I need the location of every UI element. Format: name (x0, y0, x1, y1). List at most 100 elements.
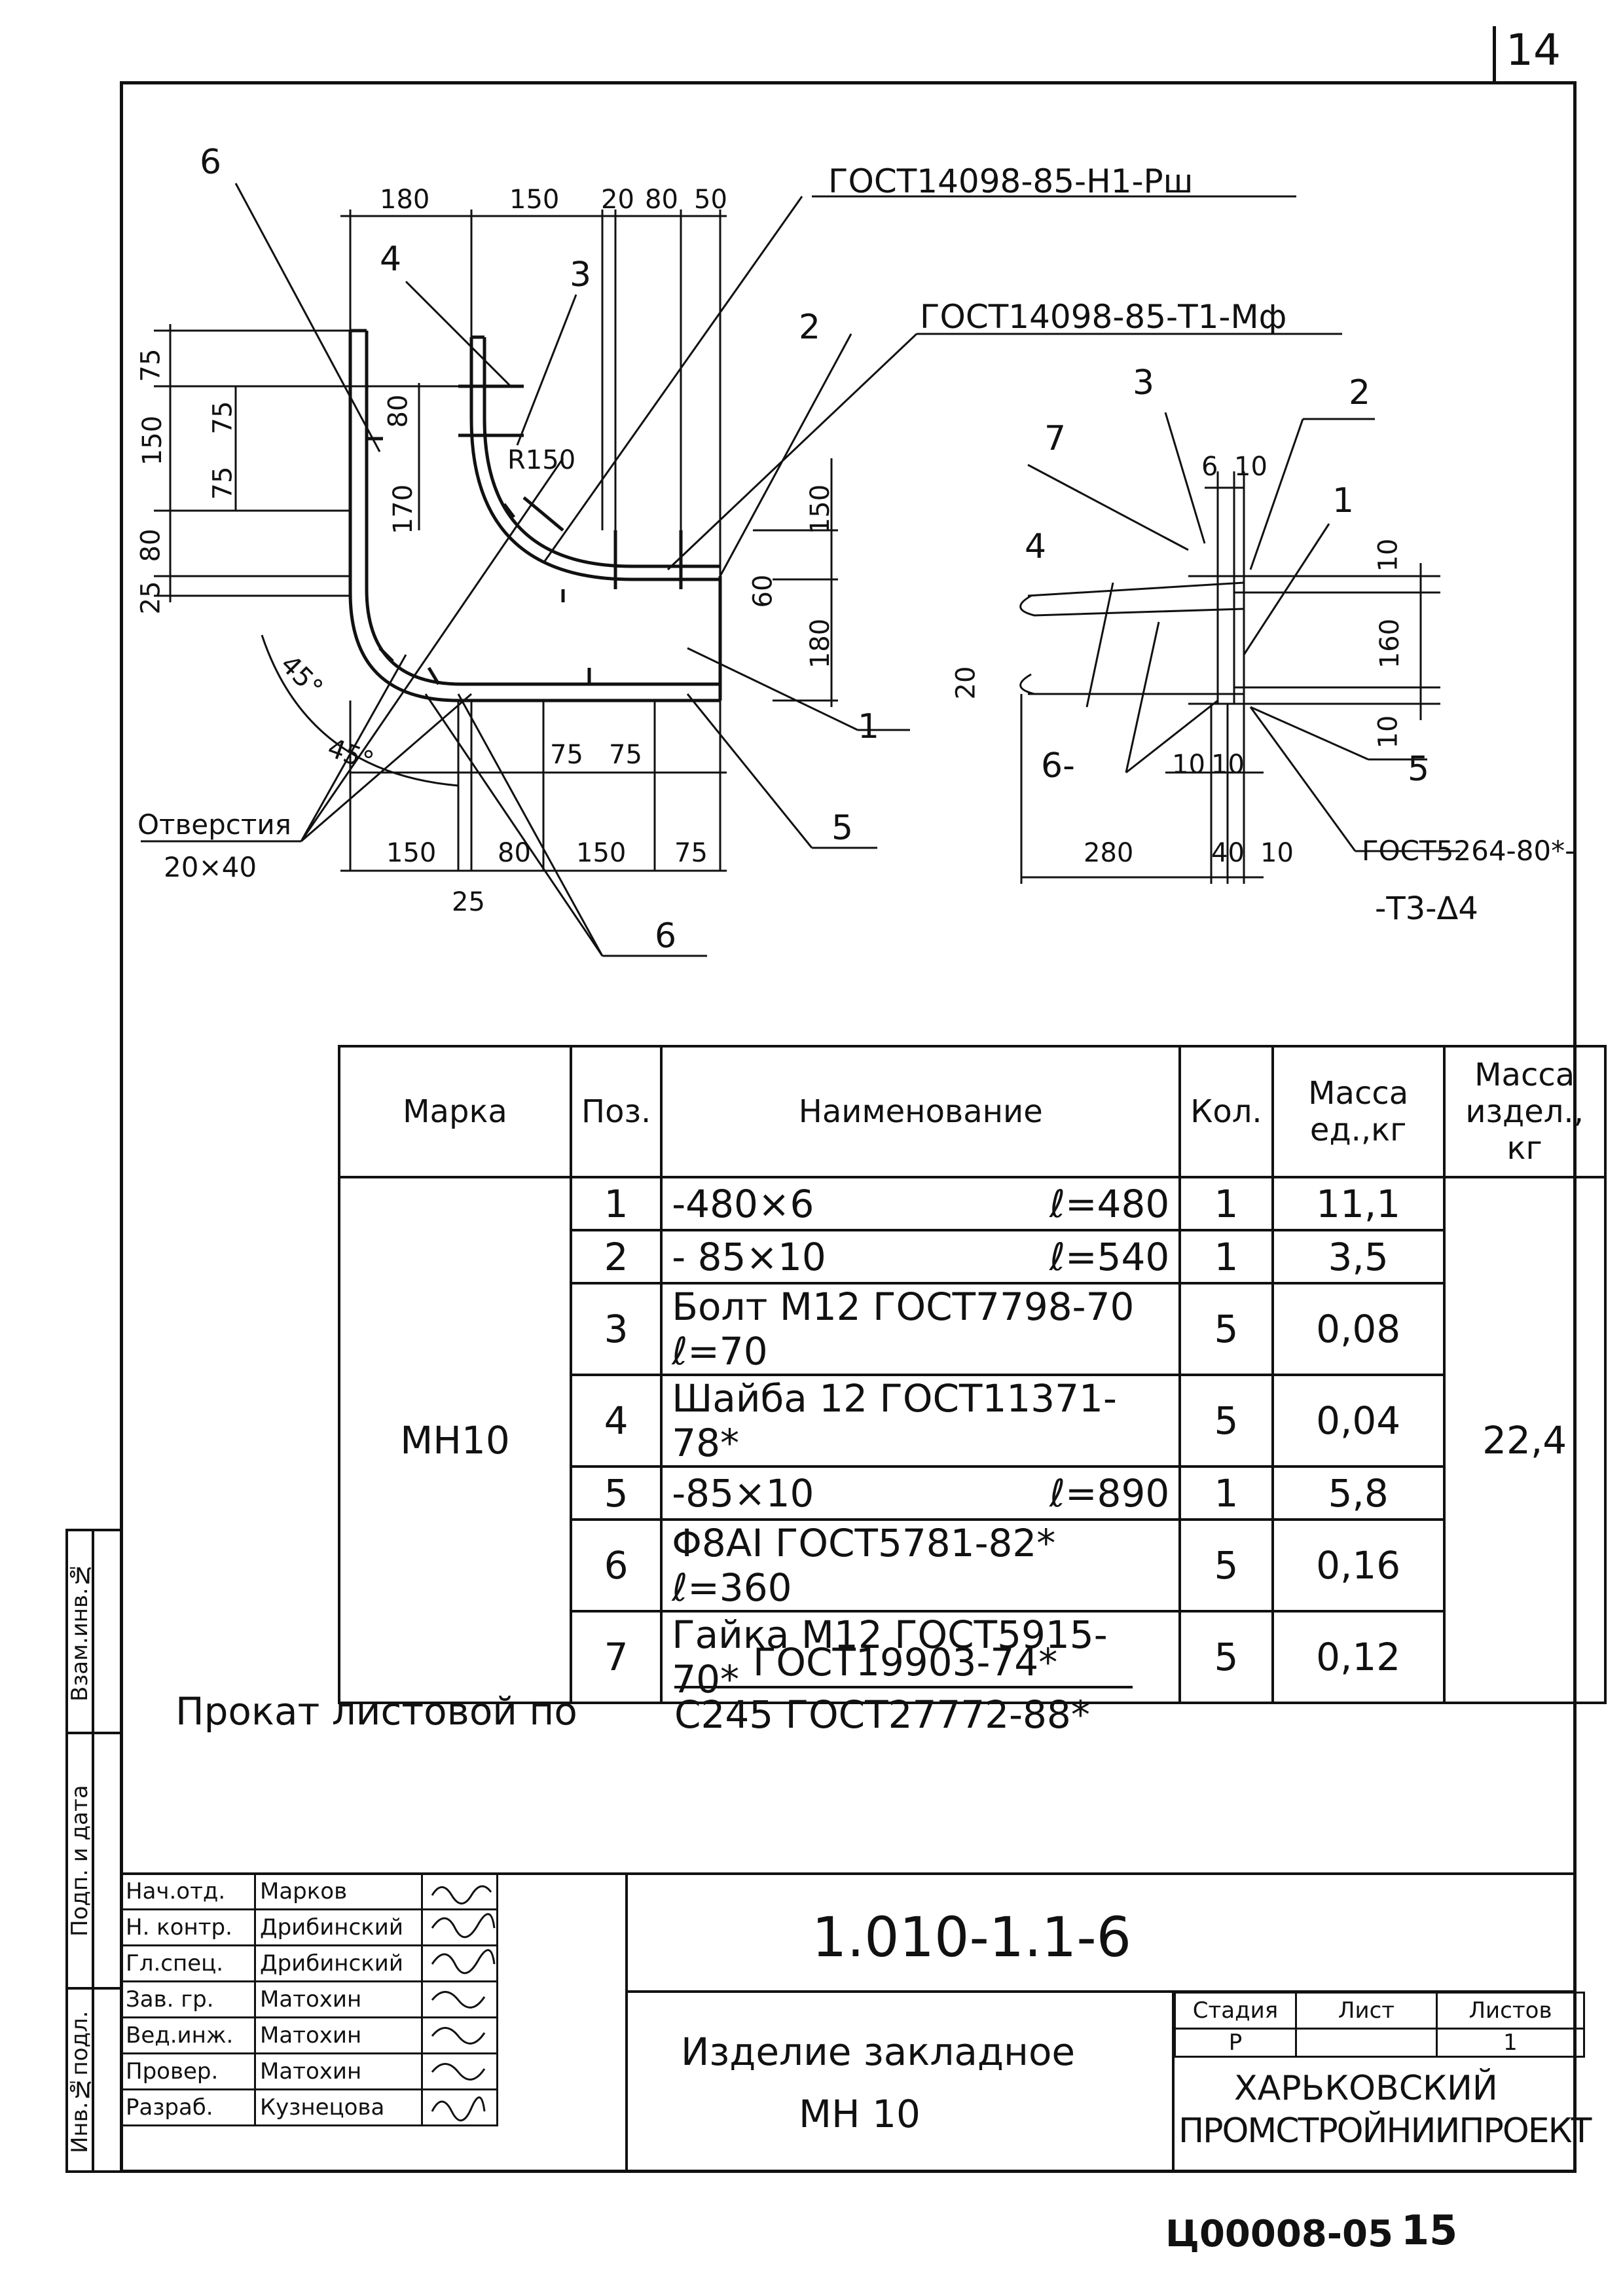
header-mark: Марка (338, 1045, 572, 1178)
dim-bottom-4: 75 (674, 838, 708, 868)
pos-cell: 1 (569, 1176, 663, 1231)
signature-name: Марков (254, 1872, 423, 1910)
name-cell: Болт М12 ГОСТ7798-70 ℓ=70 (660, 1282, 1182, 1376)
name-text: Шайба 12 ГОСТ11371-78* (672, 1376, 1117, 1465)
dim-bottom-1: 150 (386, 838, 437, 868)
signature-role: Зав. гр. (120, 1980, 256, 2018)
callout-left-3: 3 (570, 255, 592, 295)
qty-cell: 5 (1178, 1374, 1274, 1468)
pos-cell: 2 (569, 1229, 663, 1285)
sheet-number: 14 (1506, 25, 1561, 75)
name-text: -480×6 (672, 1181, 814, 1226)
mass-cell: 0,08 (1271, 1282, 1446, 1376)
sheet-number-divider (1493, 26, 1496, 82)
side-stamp (65, 1529, 123, 2173)
name-text: Гайка М12 ГОСТ5915-70* (672, 1613, 1108, 1702)
dim-top-2: 150 (509, 185, 560, 215)
name-cell: - 85×10 ℓ=540 (660, 1229, 1182, 1285)
sheets-label: Листов (1436, 1992, 1585, 2030)
name-text: -85×10 (672, 1470, 814, 1516)
signature-row: Гл.спец.Дрибинский (120, 1944, 498, 1982)
stage-value: Р (1174, 2028, 1297, 2058)
dim-right-small-1: 10 (1172, 750, 1205, 780)
title-block-left-divider (625, 1872, 628, 2173)
pos-cell: 7 (569, 1610, 663, 1704)
name-cell: Гайка М12 ГОСТ5915-70* (660, 1610, 1182, 1704)
weld-label-mid: ГОСТ14098-85-Т1-Мф (920, 298, 1287, 336)
name-cell: Φ8АⅠ ГОСТ5781-82* ℓ=360 (660, 1518, 1182, 1613)
bottom-page: 15 (1401, 2206, 1458, 2254)
sheet-value (1295, 2028, 1438, 2058)
title-line-1: Изделие закладное (681, 2030, 1076, 2074)
header-total-mass: Масса издел., кг (1442, 1045, 1607, 1178)
dim-mid-2: 75 (609, 740, 642, 770)
signature-row: Н. контр.Дрибинский (120, 1908, 498, 1946)
length-text: ℓ=540 (1049, 1234, 1170, 1279)
callout-left-5: 5 (831, 809, 854, 848)
pos-cell: 6 (569, 1518, 663, 1613)
dim-top-4: 80 (645, 185, 678, 215)
note-prefix: Прокат листовой по (175, 1689, 577, 1734)
callout-left-1: 1 (858, 707, 880, 746)
pos-cell: 4 (569, 1374, 663, 1468)
mass-cell: 0,04 (1271, 1374, 1446, 1468)
callout-right-3: 3 (1133, 363, 1155, 403)
table-row: 7 Гайка М12 ГОСТ5915-70* 5 0,12 (339, 1610, 1605, 1704)
signature-name: Дрибинский (254, 1908, 423, 1946)
header-name: Наименование (660, 1045, 1182, 1178)
qty-cell: 5 (1178, 1518, 1274, 1613)
dim-bottom-2: 80 (498, 838, 531, 868)
signature-role: Вед.инж. (120, 2016, 256, 2054)
dim-bottom-3: 150 (576, 838, 627, 868)
side-stamp-row-2 (65, 1987, 123, 1990)
qty-cell: 1 (1178, 1465, 1274, 1521)
dim-bottom-5: 25 (452, 887, 485, 917)
note-denominator: С245 ГОСТ27772-88* (674, 1692, 1090, 1737)
mass-cell: 0,12 (1271, 1610, 1446, 1704)
curved-strip (469, 337, 720, 581)
signature-name: Матохин (254, 2052, 423, 2090)
dim-mid-1: 75 (550, 740, 583, 770)
title-block (120, 1872, 1577, 2173)
signature-role: Разраб. (120, 2088, 256, 2126)
mark-cell: МН10 (338, 1176, 572, 1704)
qty-cell: 1 (1178, 1176, 1274, 1231)
plate-outline (348, 331, 720, 702)
mass-cell: 5,8 (1271, 1465, 1446, 1521)
header-pos: Поз. (569, 1045, 663, 1178)
mass-cell: 11,1 (1271, 1176, 1446, 1231)
title-block-info-divider (1172, 1990, 1175, 2173)
qty-cell: 5 (1178, 1610, 1274, 1704)
dim-right-top-2: 10 (1234, 452, 1267, 482)
sheets-value: 1 (1436, 2028, 1585, 2058)
callout-right-4: 4 (1025, 527, 1047, 566)
signature-role: Провер. (120, 2052, 256, 2090)
callout-right-2: 2 (1349, 373, 1371, 412)
name-text: - 85×10 (672, 1234, 826, 1279)
stage-label: Стадия (1174, 1992, 1297, 2030)
table-row: 6 Φ8АⅠ ГОСТ5781-82* ℓ=360 5 0,16 (339, 1518, 1605, 1613)
callout-right-7: 7 (1044, 419, 1067, 458)
stage-value-row: Р 1 (1174, 2028, 1585, 2058)
signature-role: Н. контр. (120, 1908, 256, 1946)
dim-right-bottom-1: 280 (1084, 838, 1134, 868)
holes-label-2: 20×40 (164, 851, 257, 883)
name-cell: -480×6 ℓ=480 (660, 1176, 1182, 1231)
signature-name: Матохин (254, 1980, 423, 2018)
dim-right-top-1: 6 (1201, 452, 1218, 482)
name-text: Φ8АⅠ ГОСТ5781-82* ℓ=360 (672, 1521, 1056, 1610)
signature-row: Зав. гр.Матохин (120, 1980, 498, 2018)
organization-line-1: ХАРЬКОВСКИЙ (1234, 2069, 1498, 2108)
signature-name: Дрибинский (254, 1944, 423, 1982)
signature-role: Гл.спец. (120, 1944, 256, 1982)
length-text: ℓ=480 (1049, 1181, 1170, 1226)
callout-right-5: 5 (1408, 750, 1430, 789)
stage-header-row: Стадия Лист Листов (1174, 1992, 1585, 2030)
dim-right-small-2: 10 (1211, 750, 1245, 780)
callout-right-1: 1 (1332, 481, 1355, 520)
dim-radius: R150 (507, 445, 576, 475)
